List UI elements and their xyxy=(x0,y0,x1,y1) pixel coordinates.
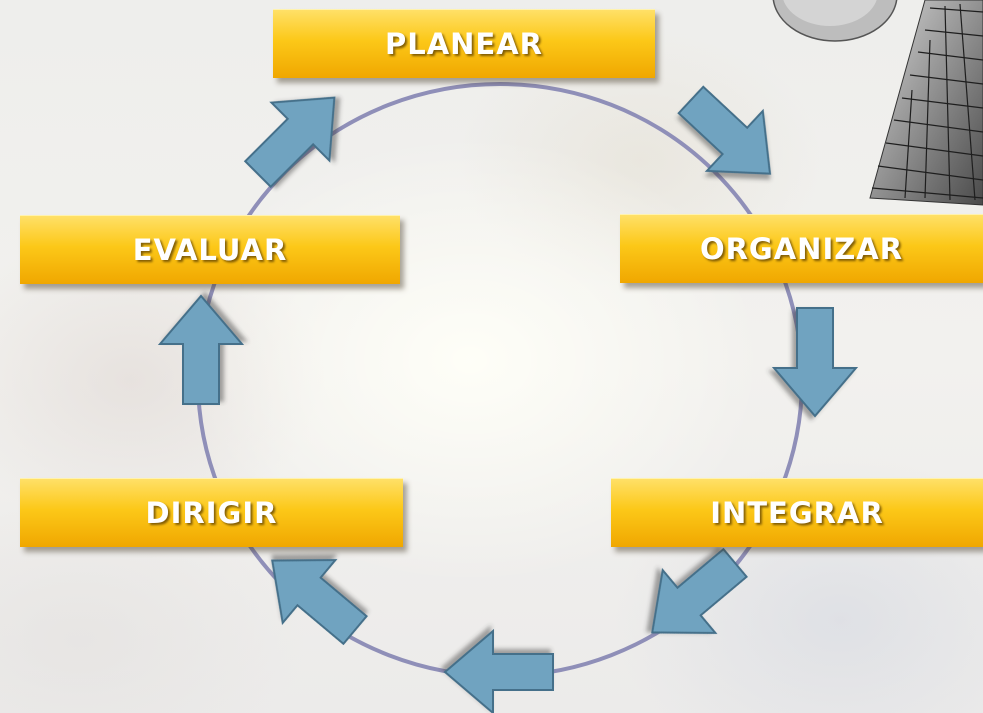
step-label-dirigir: DIRIGIR xyxy=(145,496,278,530)
brush-icon xyxy=(772,0,983,206)
arrow-organizar-to-integrar xyxy=(771,307,859,418)
step-integrar: INTEGRAR xyxy=(611,478,983,547)
step-dirigir: DIRIGIR xyxy=(20,478,403,547)
step-label-organizar: ORGANIZAR xyxy=(699,232,904,266)
step-label-planear: PLANEAR xyxy=(384,27,544,61)
arrow-arc-to-dirigir xyxy=(271,559,368,646)
step-label-integrar: INTEGRAR xyxy=(710,496,884,530)
step-planear: PLANEAR xyxy=(273,9,655,78)
arrow-evaluar-to-planear xyxy=(243,96,336,189)
arrow-integrar-to-arc xyxy=(651,547,748,634)
step-label-evaluar: EVALUAR xyxy=(132,233,288,267)
arrow-bottom-arc xyxy=(443,628,554,713)
step-organizar: ORGANIZAR xyxy=(620,214,983,283)
step-evaluar: EVALUAR xyxy=(20,215,400,284)
arrow-planear-to-organizar xyxy=(677,85,772,175)
arrow-dirigir-to-evaluar xyxy=(157,294,245,405)
